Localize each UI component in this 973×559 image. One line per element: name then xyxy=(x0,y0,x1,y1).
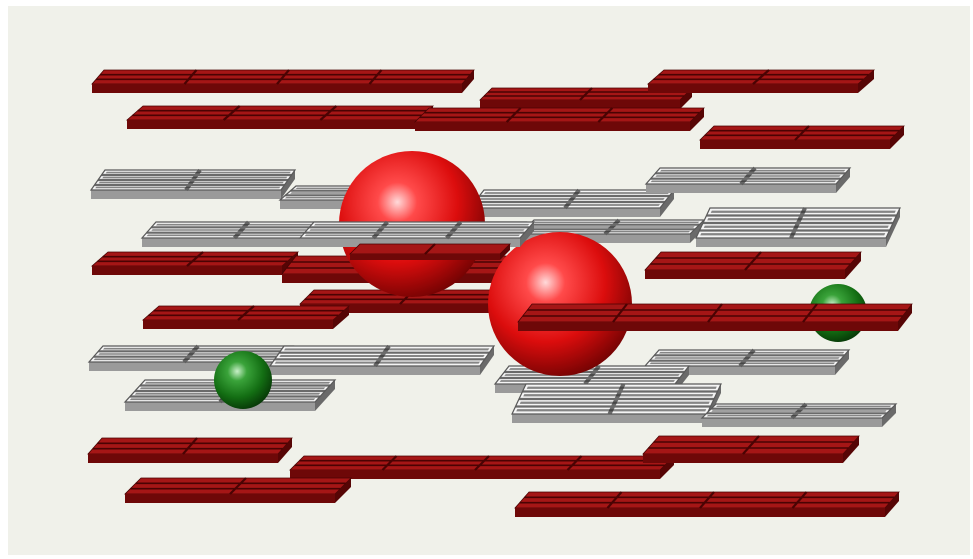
red-slab xyxy=(643,436,859,463)
red-slab xyxy=(92,252,298,275)
white-lattice-slab-front xyxy=(300,222,534,247)
white-lattice-slab xyxy=(696,208,900,247)
white-lattice-slab xyxy=(470,190,674,217)
red-slab xyxy=(88,438,292,463)
white-lattice-slab xyxy=(512,384,721,423)
white-lattice-slab xyxy=(91,170,295,199)
red-slab xyxy=(648,70,874,93)
red-slab xyxy=(645,252,861,279)
small-green-sphere xyxy=(214,351,272,409)
red-slab xyxy=(515,492,899,517)
white-lattice-slab xyxy=(646,168,850,193)
red-slab xyxy=(290,456,674,479)
red-slab-front xyxy=(350,244,510,260)
red-slab xyxy=(127,106,433,129)
white-lattice-slab xyxy=(270,346,494,375)
red-slab xyxy=(700,126,904,149)
render-canvas xyxy=(8,6,970,555)
red-slab xyxy=(125,478,351,503)
red-slab xyxy=(415,108,704,131)
red-slab xyxy=(143,306,349,329)
red-slab-front xyxy=(518,304,912,331)
crystal-structure-render xyxy=(8,6,970,555)
white-lattice-slab xyxy=(702,404,896,427)
red-slab xyxy=(92,70,474,93)
